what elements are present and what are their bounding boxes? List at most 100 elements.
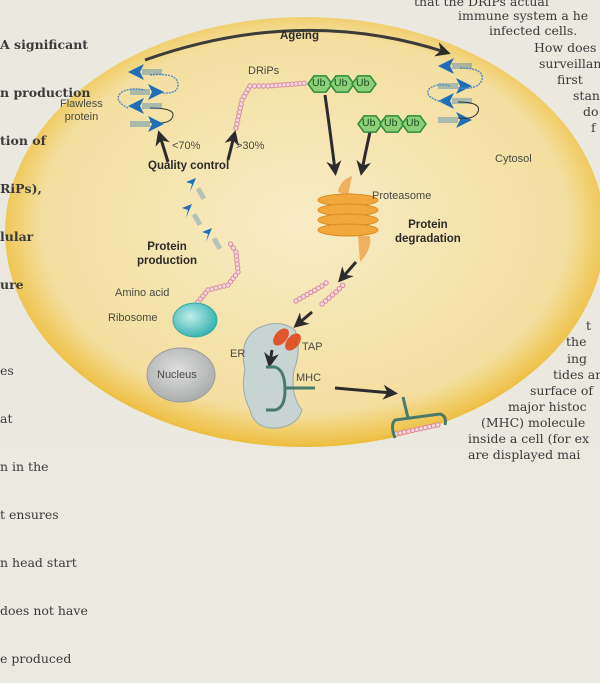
blue-arrows-right — [438, 58, 472, 128]
arrow-head — [182, 204, 192, 218]
arrow-tail — [211, 237, 223, 251]
amino-acid-bead — [319, 283, 325, 289]
amino-acid-bead — [401, 429, 408, 435]
label-mhc: MHC — [296, 372, 322, 384]
ub-to-proteasome-arrow-1 — [323, 94, 342, 176]
prose-left-bottom: es at n in the t ensures n head start do… — [0, 331, 88, 683]
label-protein-degradation: Protein degradation — [395, 219, 461, 245]
label-protein-production: Protein production — [137, 241, 198, 267]
amino-acid-bead — [405, 428, 412, 434]
prose-line: lular — [0, 229, 34, 244]
amino-acid-bead — [251, 83, 258, 89]
protein-production-arrow-icon — [186, 178, 207, 201]
arrow-tail — [142, 103, 162, 109]
amino-acid-bead — [233, 249, 239, 255]
label-flawless-protein: Flawless protein — [60, 98, 103, 123]
ubiquitin-hexagon — [307, 75, 333, 93]
protein-production-arrow-icon — [182, 204, 203, 227]
ubiquitin-hexagon — [379, 115, 405, 133]
flawless-protein-right — [427, 67, 484, 119]
prose-line: ure — [0, 277, 24, 292]
cell-diagram — [5, 17, 600, 447]
label-quality-control: Quality control — [148, 160, 230, 172]
amino-acid-bead — [418, 425, 424, 432]
arrow-tail — [130, 121, 150, 127]
protein-production-arrow-icon — [202, 228, 223, 251]
ageing-arrow — [144, 28, 451, 62]
mhc-inside-er — [266, 365, 287, 412]
ubiquitin-label: Ub — [384, 117, 398, 129]
amino-acid-bead — [230, 245, 237, 251]
amino-acid-bead — [256, 83, 262, 89]
qc-to-flawless-arrow — [155, 130, 170, 163]
amino-acid-bead — [247, 83, 253, 89]
arrow-head — [186, 178, 196, 192]
nascent-chain — [195, 241, 241, 305]
arrow-tail — [452, 98, 472, 104]
ubiquitin-hexagon — [329, 75, 355, 93]
amino-acid-bead — [336, 285, 343, 292]
amino-acid-bead — [435, 422, 441, 428]
amino-acid-bead — [227, 241, 234, 247]
blue-arrow-icon — [438, 93, 472, 109]
drips-chain — [233, 80, 307, 131]
tap-to-er-arrow — [264, 349, 279, 368]
amino-acid-bead — [326, 295, 332, 301]
surface-peptide — [393, 422, 441, 437]
tap-transporter-2 — [285, 333, 301, 351]
amino-acid-bead — [414, 426, 420, 433]
amino-acid-bead — [430, 423, 437, 429]
amino-acid-bead — [260, 83, 267, 89]
peptide-fragment-1 — [293, 280, 329, 304]
ubiquitin-label: Ub — [334, 77, 348, 89]
arrow-tail — [130, 89, 150, 95]
arrow-tail — [452, 63, 472, 69]
qc-to-drips-arrow — [224, 130, 240, 161]
arrow-head — [438, 93, 454, 109]
prose-line: n head start — [0, 555, 77, 570]
peptide-to-tap-arrow — [293, 310, 313, 328]
amino-acid-bead — [422, 424, 428, 431]
prose-line: RiPs), — [0, 181, 42, 196]
arrow-tail — [438, 83, 458, 89]
tap-transporter-1 — [273, 328, 289, 346]
blue-arrow-icon — [128, 64, 162, 80]
blue-arrow-icon — [130, 116, 164, 132]
surface-mhc — [391, 396, 447, 439]
blue-arrow-icon — [438, 78, 472, 94]
amino-acid-bead — [410, 427, 416, 434]
prose-line: A significant — [0, 37, 89, 52]
amino-acid-bead — [319, 301, 325, 307]
amino-acid-bead — [426, 424, 433, 430]
ribosome — [172, 302, 218, 338]
label-gt30: >30% — [236, 140, 265, 152]
label-amino-acid: Amino acid — [115, 287, 170, 299]
ubiquitin-label: Ub — [362, 117, 376, 129]
amino-acid-bead — [339, 282, 346, 289]
label-er: ER — [230, 348, 246, 360]
prose-line: t ensures — [0, 507, 59, 522]
blue-arrow-icon — [438, 58, 472, 74]
label-lt70: <70% — [172, 140, 201, 152]
prose-line: does not have — [0, 603, 88, 618]
amino-acid-bead — [322, 298, 329, 304]
prose-line: n production — [0, 85, 91, 100]
arrow-head — [128, 98, 144, 114]
arrow-head — [456, 78, 472, 94]
arrow-head — [148, 116, 164, 132]
arrow-tail — [142, 69, 162, 75]
prose-line: n in the — [0, 459, 49, 474]
arrow-head — [456, 112, 472, 128]
amino-acid-bead — [301, 80, 307, 87]
blue-arrows-left — [128, 64, 223, 251]
prose-left-top: A significant n production tion of RiPs)… — [0, 5, 91, 309]
amino-acid-bead — [333, 289, 339, 295]
proteasome-output-arrow — [338, 261, 358, 283]
ubiquitin-label: Ub — [406, 117, 420, 129]
amino-acid-bead — [329, 292, 336, 298]
label-proteasome: Proteasome — [372, 190, 432, 202]
arrow-head — [202, 228, 212, 242]
prose-line: at — [0, 411, 13, 426]
amino-acid-bead — [323, 280, 329, 286]
peptide-fragment-2 — [319, 282, 346, 307]
